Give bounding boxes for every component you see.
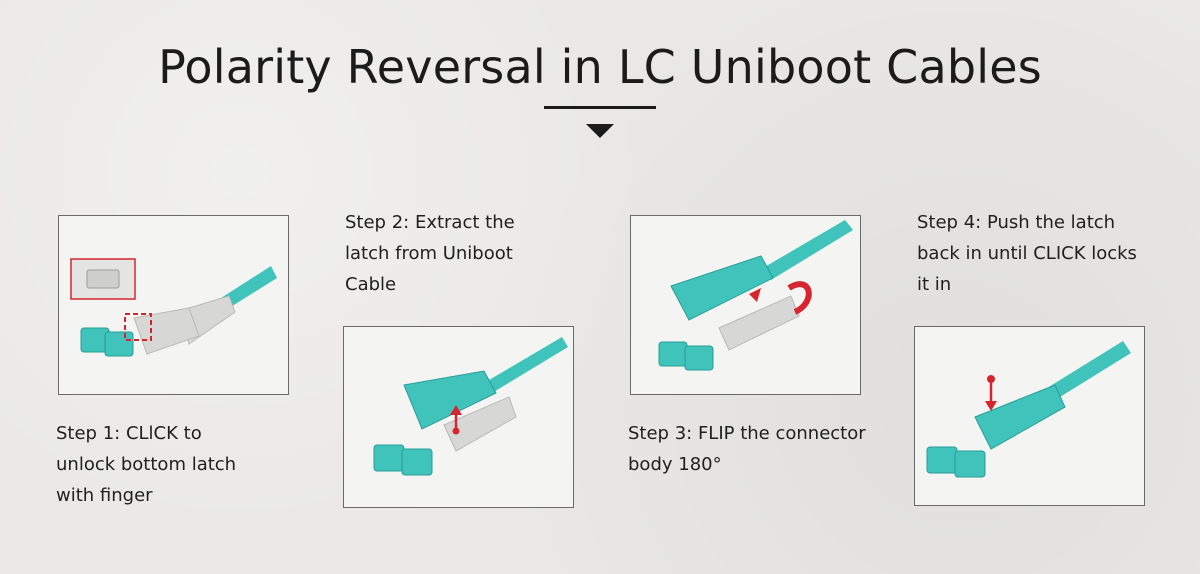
- step1-line1: Step 1: CLlCK to: [56, 423, 202, 444]
- step2-line1: Step 2: Extract the: [345, 212, 515, 233]
- uniboot-connector-illustration: [80, 266, 277, 357]
- step2-image: [343, 326, 574, 508]
- step2-line3: Cable: [345, 274, 397, 295]
- uniboot-connector-illustration: [658, 220, 853, 371]
- step1-image: [58, 215, 289, 395]
- step3-line2: body 180°: [628, 454, 722, 475]
- step1-line3: with finger: [56, 485, 153, 506]
- uniboot-connector-illustration: [926, 341, 1131, 478]
- step1-caption: Step 1: CLlCK to unlock bottom latch wit…: [56, 418, 236, 511]
- step1-line2: unlock bottom latch: [56, 454, 237, 475]
- step4-caption: Step 4: Push the latch back in until CLI…: [917, 207, 1137, 300]
- page-title: Polarity Reversal in LC Uniboot Cables: [158, 40, 1042, 94]
- step2-line2: latch from Uniboot: [345, 243, 513, 264]
- step2-caption: Step 2: Extract the latch from Uniboot C…: [345, 207, 515, 300]
- step3-caption: Step 3: FLIP the connector body 180°: [628, 418, 866, 480]
- step4-line2: back in until CLICK locks: [917, 243, 1137, 264]
- step3-image: [630, 215, 861, 395]
- uniboot-connector-illustration: [373, 337, 568, 476]
- zoom-inset: [70, 258, 136, 300]
- step3-line1: Step 3: FLIP the connector: [628, 423, 866, 444]
- down-triangle-icon: [586, 124, 614, 138]
- title-underline: [544, 106, 656, 109]
- step4-image: [914, 326, 1145, 506]
- step4-line1: Step 4: Push the latch: [917, 212, 1116, 233]
- step4-line3: it in: [917, 274, 952, 295]
